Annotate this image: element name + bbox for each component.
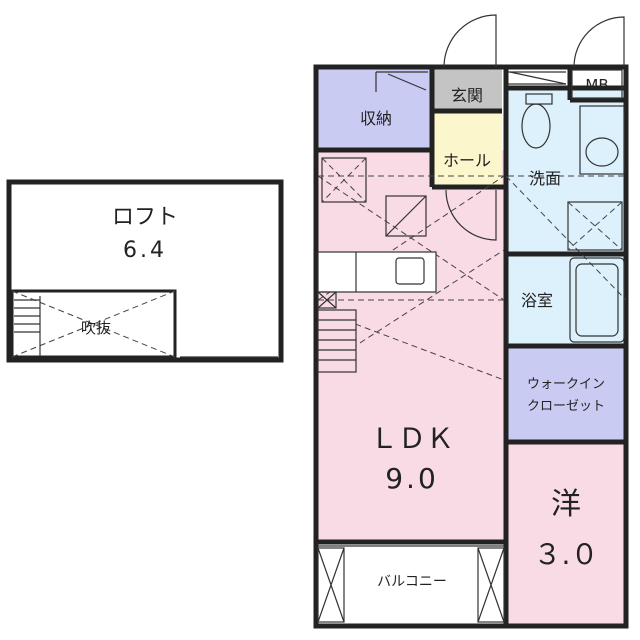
hall-room xyxy=(432,111,502,187)
entrance-room xyxy=(432,67,502,111)
loft-name: ロフト xyxy=(112,205,178,230)
hall-label: ホール xyxy=(443,151,491,170)
bath-label: 浴室 xyxy=(521,291,553,310)
loft-plan: ロフト 6.4 吹抜 xyxy=(6,179,284,363)
bath-room xyxy=(506,254,626,346)
walkin-label-2: クローゼット xyxy=(527,399,605,414)
washroom-room xyxy=(506,88,626,254)
main-unit: 収納 玄関 ホール 洗面 浴室 MB ウォークイン クローゼット ＬＤＫ 9.0… xyxy=(313,14,629,629)
ldk-size: 9.0 xyxy=(385,462,439,495)
western-name: 洋 xyxy=(551,487,581,522)
entrance-label: 玄関 xyxy=(451,86,483,105)
ldk-name: ＬＤＫ xyxy=(370,422,454,455)
cabinet-box xyxy=(385,195,427,237)
fridge-box xyxy=(321,157,367,203)
loft-size: 6.4 xyxy=(123,238,167,263)
mb-label: MB xyxy=(585,76,608,94)
ldk-stair xyxy=(317,309,357,373)
loft-stair xyxy=(14,296,41,356)
void-label: 吹抜 xyxy=(81,319,111,337)
storage-label: 収納 xyxy=(360,109,392,128)
balcony-area xyxy=(316,542,506,626)
western-room xyxy=(506,444,626,626)
balcony-label: バルコニー xyxy=(377,574,447,590)
bathtub xyxy=(569,257,625,343)
western-size: ３.０ xyxy=(534,538,599,571)
kitchen-counter xyxy=(317,251,437,309)
storage-room xyxy=(316,67,432,150)
washer-box xyxy=(567,201,623,251)
wash-basin xyxy=(579,105,625,175)
walkin-room xyxy=(506,346,626,440)
mb-box xyxy=(571,69,623,99)
washroom-label: 洗面 xyxy=(529,169,561,188)
walkin-label-1: ウォークイン xyxy=(527,377,605,392)
